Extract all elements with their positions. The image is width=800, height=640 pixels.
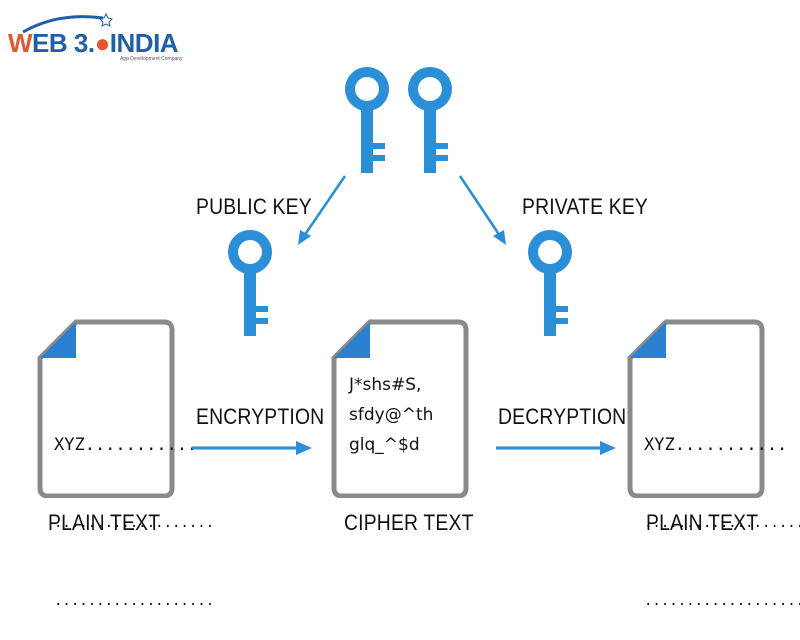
logo-wordmark: WEB 3.●INDIA xyxy=(8,28,179,58)
doc-line: XYZ........... xyxy=(644,435,788,455)
company-logo: WEB 3.●INDIA App Development Company xyxy=(8,10,198,70)
doc-line: sfdy@^th xyxy=(349,405,434,425)
cipher-text-caption: CIPHER TEXT xyxy=(344,510,474,535)
private-key-icon xyxy=(528,230,572,336)
plain-text-caption-right: PLAIN TEXT xyxy=(646,510,759,535)
doc-line: XYZ........... xyxy=(54,435,198,455)
doc-line: ................... xyxy=(644,593,800,609)
public-key-icon xyxy=(228,230,272,336)
key-pair-icon xyxy=(345,67,452,173)
doc-line: ................... xyxy=(644,515,800,531)
doc-line: J*shs#S, xyxy=(349,375,422,395)
cipher-text-document-icon xyxy=(331,319,469,498)
logo-swoosh-icon xyxy=(22,12,113,34)
encryption-label: ENCRYPTION xyxy=(196,404,325,429)
plain-text-document-right-icon xyxy=(627,319,765,498)
doc-line: ................... xyxy=(54,593,215,609)
key-arrows xyxy=(298,175,506,245)
plain-text-document-left-icon xyxy=(37,319,175,498)
cipher-text-content: J*shs#S, sfdy@^th glq_^$d xyxy=(349,370,433,460)
decryption-label: DECRYPTION xyxy=(498,404,627,429)
private-key-label: PRIVATE KEY xyxy=(522,194,649,219)
public-key-label: PUBLIC KEY xyxy=(196,194,312,219)
plain-text-caption-left: PLAIN TEXT xyxy=(48,510,161,535)
decryption-arrow xyxy=(496,441,616,455)
doc-line: ................... xyxy=(54,515,215,531)
logo-tagline: App Development Company xyxy=(120,56,183,62)
doc-line: glq_^$d xyxy=(349,435,420,455)
encryption-arrow xyxy=(192,441,312,455)
